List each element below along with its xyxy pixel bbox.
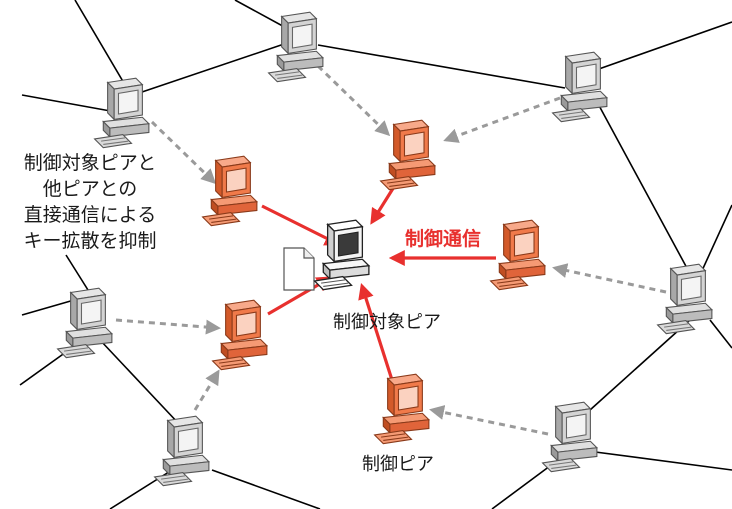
network-link xyxy=(595,21,732,71)
key-document-icon xyxy=(283,247,315,291)
control-peer-label: 制御ピア xyxy=(362,454,434,475)
network-links xyxy=(19,0,732,509)
dashed-arrow xyxy=(150,120,217,185)
network-link xyxy=(65,254,89,291)
control-arrow xyxy=(358,282,394,381)
network-link xyxy=(21,94,117,113)
network-link xyxy=(579,449,732,471)
network-link xyxy=(595,99,689,271)
network-link xyxy=(589,319,691,411)
computer-icon xyxy=(542,401,598,473)
network-link xyxy=(699,204,732,276)
computer-icon xyxy=(202,155,258,227)
computer-icon xyxy=(380,119,436,191)
annotation-line: 直接通信による xyxy=(23,204,157,226)
dashed-arrow xyxy=(316,64,391,137)
annotation-line: 他ピアとの xyxy=(42,178,138,200)
network-link xyxy=(99,339,181,426)
network-link xyxy=(141,41,291,93)
dashed-arrow xyxy=(429,405,549,436)
network-link xyxy=(491,459,559,509)
network-link xyxy=(74,0,129,91)
target-peer-computer-icon xyxy=(313,219,370,291)
control-arrow xyxy=(261,204,341,246)
computer-icon xyxy=(94,77,150,149)
annotation-line: 制御対象ピアと xyxy=(23,152,157,174)
control-communication-label: 制御通信 xyxy=(405,228,482,250)
dashed-arrow xyxy=(115,318,221,335)
suppression-annotation: 制御対象ピアと 他ピアとの 直接通信による キー拡散を抑制 xyxy=(10,150,170,254)
computer-icon xyxy=(154,415,210,487)
computer-icon xyxy=(657,263,713,335)
network-link xyxy=(211,469,321,509)
target-peer-label: 制御対象ピア xyxy=(333,312,441,333)
computer-icon xyxy=(57,287,113,359)
annotation-line: キー拡散を抑制 xyxy=(23,230,157,252)
dashed-arrow xyxy=(552,263,667,294)
dashed-arrow xyxy=(443,96,561,143)
computer-icon xyxy=(490,219,546,291)
computer-icon xyxy=(212,299,268,371)
network-link xyxy=(234,0,291,31)
dashed-arrows xyxy=(115,64,667,436)
dashed-arrow xyxy=(193,369,220,411)
network-link xyxy=(709,319,732,349)
computer-icon xyxy=(374,373,430,445)
network-link xyxy=(317,44,566,89)
